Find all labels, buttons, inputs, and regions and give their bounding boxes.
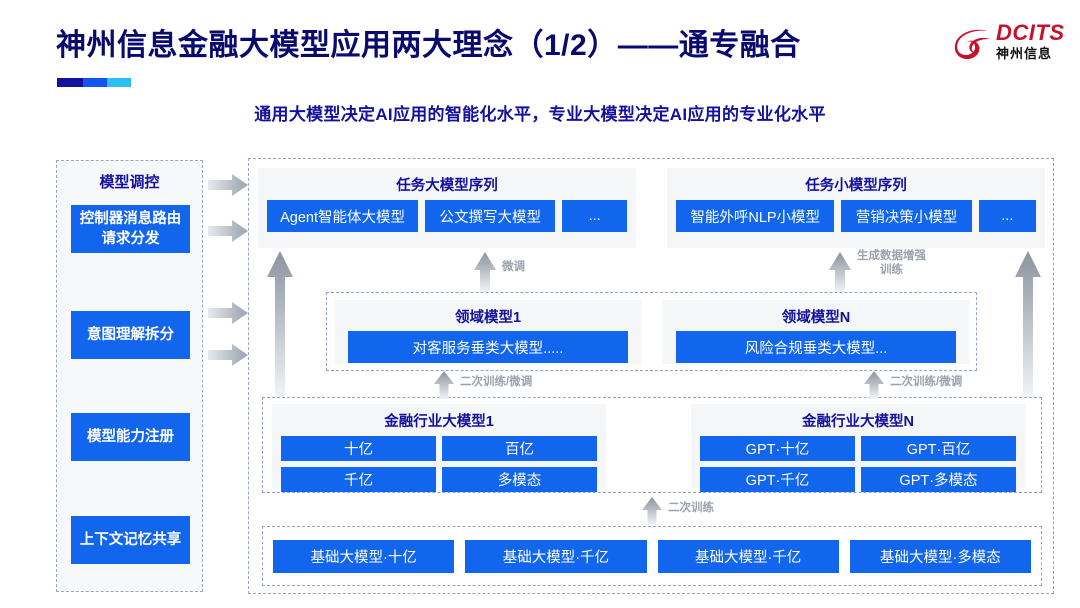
arrow-retrain-finetune-left [434,371,454,399]
domain-model-n-panel: 领域模型N 风险合规垂类大模型... [663,300,969,364]
industry-model-n-panel: 金融行业大模型N GPT·十亿 GPT·百亿 GPT·千亿 GPT·多模态 [691,404,1025,492]
industry-model-1-panel: 金融行业大模型1 十亿 百亿 千亿 多模态 [272,404,606,492]
arrow-retrain [642,497,662,525]
task-small-chip-2[interactable]: ... [978,200,1036,232]
slide-subtitle: 通用大模型决定AI应用的智能化水平，专业大模型决定AI应用的专业化水平 [254,105,826,124]
arrow-label-retrain-finetune-left: 二次训练/微调 [460,376,533,388]
arrow-label-gen-data-aug: 生成数据增强 训练 [857,250,926,276]
domain-model-n-title: 领域模型N [781,310,851,326]
accent-segment-1 [57,78,83,87]
industry-1-chip-2[interactable]: 千亿 [281,467,436,492]
connector-arrow-right-3 [208,302,248,324]
slide-header: 神州信息金融大模型应用两大理念（1/2）——通专融合 通用大模型决定AI应用的智… [0,0,1080,140]
connector-arrow-right-1 [208,174,248,196]
connector-arrow-right-2 [208,220,248,242]
dcits-swirl-icon [954,29,990,60]
industry-model-n-title: 金融行业大模型N [802,414,914,430]
logo-text: DCITS 神州信息 [996,22,1065,62]
accent-bar [57,78,131,87]
control-item-2[interactable]: 模型能力注册 [71,413,190,461]
industry-model-container: 金融行业大模型1 十亿 百亿 千亿 多模态 金融行业大模型N GPT·十亿 GP… [262,397,1042,493]
domain-model-n-chip[interactable]: 风险合规垂类大模型... [676,331,956,363]
task-small-chip-1[interactable]: 营销决策小模型 [841,200,972,232]
page-title: 神州信息金融大模型应用两大理念（1/2）——通专融合 [56,29,801,62]
task-big-chip-1[interactable]: 公文撰写大模型 [425,200,556,232]
arrow-fine-tune [474,252,496,292]
task-big-model-title: 任务大模型序列 [396,178,498,194]
task-big-chip-2[interactable]: ... [562,200,627,232]
industry-1-chip-1[interactable]: 百亿 [442,436,597,461]
industry-model-1-title: 金融行业大模型1 [384,414,494,430]
model-stack-container: 任务大模型序列 Agent智能体大模型 公文撰写大模型 ... 任务小模型序列 … [248,158,1054,594]
domain-model-1-title: 领域模型1 [454,310,522,326]
control-item-0[interactable]: 控制器消息路由请求分发 [71,205,190,253]
task-big-chip-0[interactable]: Agent智能体大模型 [267,200,419,232]
task-small-model-panel: 任务小模型序列 智能外呼NLP小模型 营销决策小模型 ... [667,168,1045,248]
industry-n-chip-3[interactable]: GPT·多模态 [861,467,1016,492]
industry-1-chip-0[interactable]: 十亿 [281,436,436,461]
foundation-model-chips: 基础大模型·十亿 基础大模型·千亿 基础大模型·千亿 基础大模型·多模态 [263,540,1041,573]
foundation-model-container: 基础大模型·十亿 基础大模型·千亿 基础大模型·千亿 基础大模型·多模态 [262,526,1042,586]
arrow-retrain-finetune-right [864,371,884,399]
foundation-chip-0[interactable]: 基础大模型·十亿 [273,540,455,573]
task-big-model-chips: Agent智能体大模型 公文撰写大模型 ... [258,200,636,232]
control-panel-title: 模型调控 [99,174,160,191]
logo-cn-label: 神州信息 [996,46,1053,61]
task-small-model-title: 任务小模型序列 [805,178,907,194]
foundation-chip-1[interactable]: 基础大模型·千亿 [465,540,647,573]
industry-n-chip-2[interactable]: GPT·千亿 [700,467,855,492]
task-small-model-chips: 智能外呼NLP小模型 营销决策小模型 ... [667,200,1045,232]
domain-model-1-panel: 领域模型1 对客服务垂类大模型..... [335,300,641,364]
arrow-label-retrain-finetune-right: 二次训练/微调 [890,376,963,388]
control-item-1[interactable]: 意图理解拆分 [71,311,190,359]
company-logo: DCITS 神州信息 [952,22,1070,72]
accent-segment-3 [107,78,131,87]
foundation-chip-3[interactable]: 基础大模型·多模态 [849,540,1031,573]
connector-arrow-right-4 [208,344,248,366]
architecture-diagram: 模型调控 控制器消息路由请求分发 意图理解拆分 模型能力注册 上下文记忆共享 任… [0,150,1080,600]
logo-en-label: DCITS [996,20,1065,45]
industry-model-n-chips: GPT·十亿 GPT·百亿 GPT·千亿 GPT·多模态 [691,436,1025,492]
long-arrow-right [1015,251,1041,397]
domain-model-container: 领域模型1 对客服务垂类大模型..... 领域模型N 风险合规垂类大模型... [326,292,977,371]
foundation-chip-2[interactable]: 基础大模型·千亿 [657,540,839,573]
task-big-model-panel: 任务大模型序列 Agent智能体大模型 公文撰写大模型 ... [258,168,636,248]
domain-model-1-chip[interactable]: 对客服务垂类大模型..... [348,331,628,363]
long-arrow-left [267,251,293,397]
arrow-gen-data-aug [829,252,851,292]
industry-1-chip-3[interactable]: 多模态 [442,467,597,492]
control-item-3[interactable]: 上下文记忆共享 [71,516,190,564]
industry-n-chip-0[interactable]: GPT·十亿 [700,436,855,461]
arrow-label-retrain: 二次训练 [668,502,714,514]
arrow-label-fine-tune: 微调 [502,261,525,273]
control-panel: 模型调控 控制器消息路由请求分发 意图理解拆分 模型能力注册 上下文记忆共享 [56,160,203,592]
accent-segment-2 [83,78,107,87]
task-small-chip-0[interactable]: 智能外呼NLP小模型 [676,200,835,232]
industry-model-1-chips: 十亿 百亿 千亿 多模态 [272,436,606,492]
industry-n-chip-1[interactable]: GPT·百亿 [861,436,1016,461]
